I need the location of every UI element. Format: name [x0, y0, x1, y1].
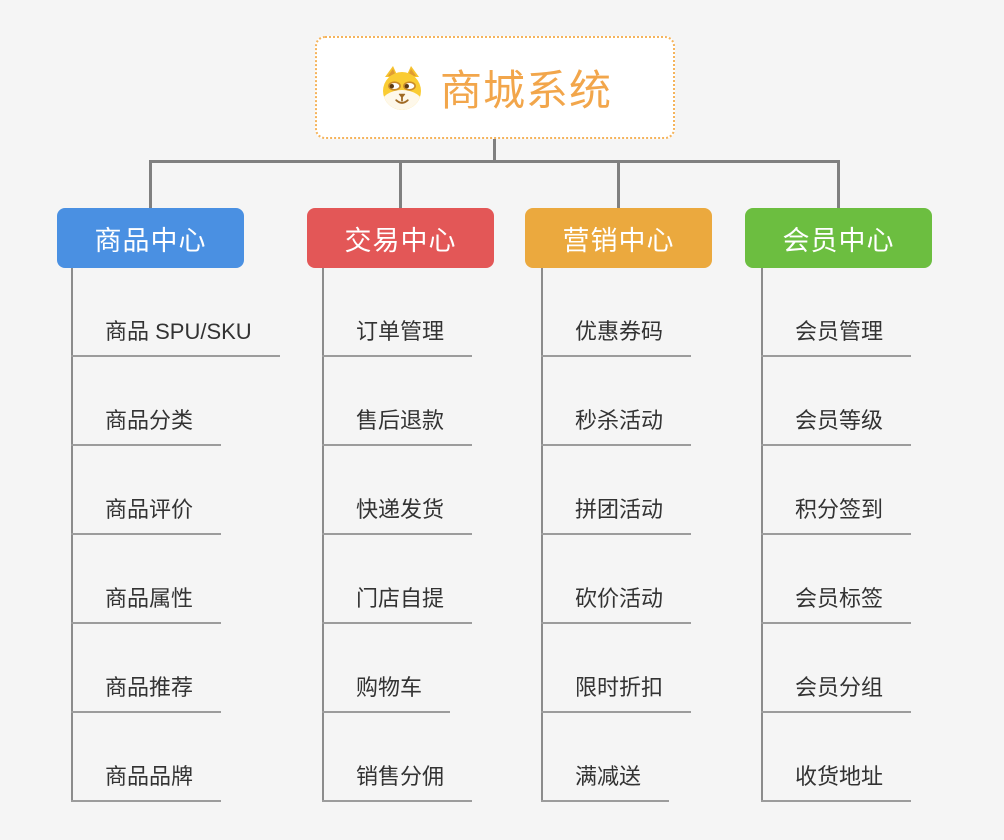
leaf-node[interactable]: 秒杀活动: [541, 406, 692, 446]
leaf-node[interactable]: 商品属性: [71, 584, 222, 624]
connector-root-stub: [493, 139, 496, 163]
leaf-node[interactable]: 商品分类: [71, 406, 222, 446]
leaf-node[interactable]: 拼团活动: [541, 495, 692, 535]
leaf-node[interactable]: 限时折扣: [541, 673, 692, 713]
leaf-node[interactable]: 售后退款: [322, 406, 473, 446]
leaf-node[interactable]: 会员标签: [761, 584, 912, 624]
leaf-node[interactable]: 快递发货: [322, 495, 473, 535]
connector-bus: [149, 160, 840, 163]
leaf-node[interactable]: 商品品牌: [71, 762, 222, 802]
leaf-node[interactable]: 会员等级: [761, 406, 912, 446]
leaf-node[interactable]: 优惠券码: [541, 317, 692, 357]
connector-drop-marketing: [617, 160, 620, 208]
connector-drop-members: [837, 160, 840, 208]
branch-node-marketing[interactable]: 营销中心: [525, 208, 712, 268]
leaf-node[interactable]: 销售分佣: [322, 762, 473, 802]
leaf-node[interactable]: 积分签到: [761, 495, 912, 535]
leaf-node[interactable]: 购物车: [322, 673, 451, 713]
connector-leafline-members: [761, 268, 763, 802]
leaf-node[interactable]: 商品 SPU/SKU: [71, 317, 280, 357]
leaf-node[interactable]: 会员分组: [761, 673, 912, 713]
leaf-node[interactable]: 砍价活动: [541, 584, 692, 624]
branch-node-members[interactable]: 会员中心: [745, 208, 932, 268]
leaf-node[interactable]: 门店自提: [322, 584, 473, 624]
connector-leafline-trade: [322, 268, 324, 802]
root-node[interactable]: 商城系统: [315, 36, 675, 139]
connector-drop-products: [149, 160, 152, 208]
leaf-node[interactable]: 商品推荐: [71, 673, 222, 713]
leaf-node[interactable]: 会员管理: [761, 317, 912, 357]
connector-leafline-products: [71, 268, 73, 802]
connector-leafline-marketing: [541, 268, 543, 802]
branch-node-trade[interactable]: 交易中心: [307, 208, 494, 268]
connector-drop-trade: [399, 160, 402, 208]
root-title: 商城系统: [439, 67, 612, 114]
leaf-node[interactable]: 满减送: [541, 762, 670, 802]
leaf-node[interactable]: 商品评价: [71, 495, 222, 535]
dog-icon: [378, 64, 426, 112]
leaf-node[interactable]: 订单管理: [322, 317, 473, 357]
branch-node-products[interactable]: 商品中心: [57, 208, 244, 268]
leaf-node[interactable]: 收货地址: [761, 762, 912, 802]
